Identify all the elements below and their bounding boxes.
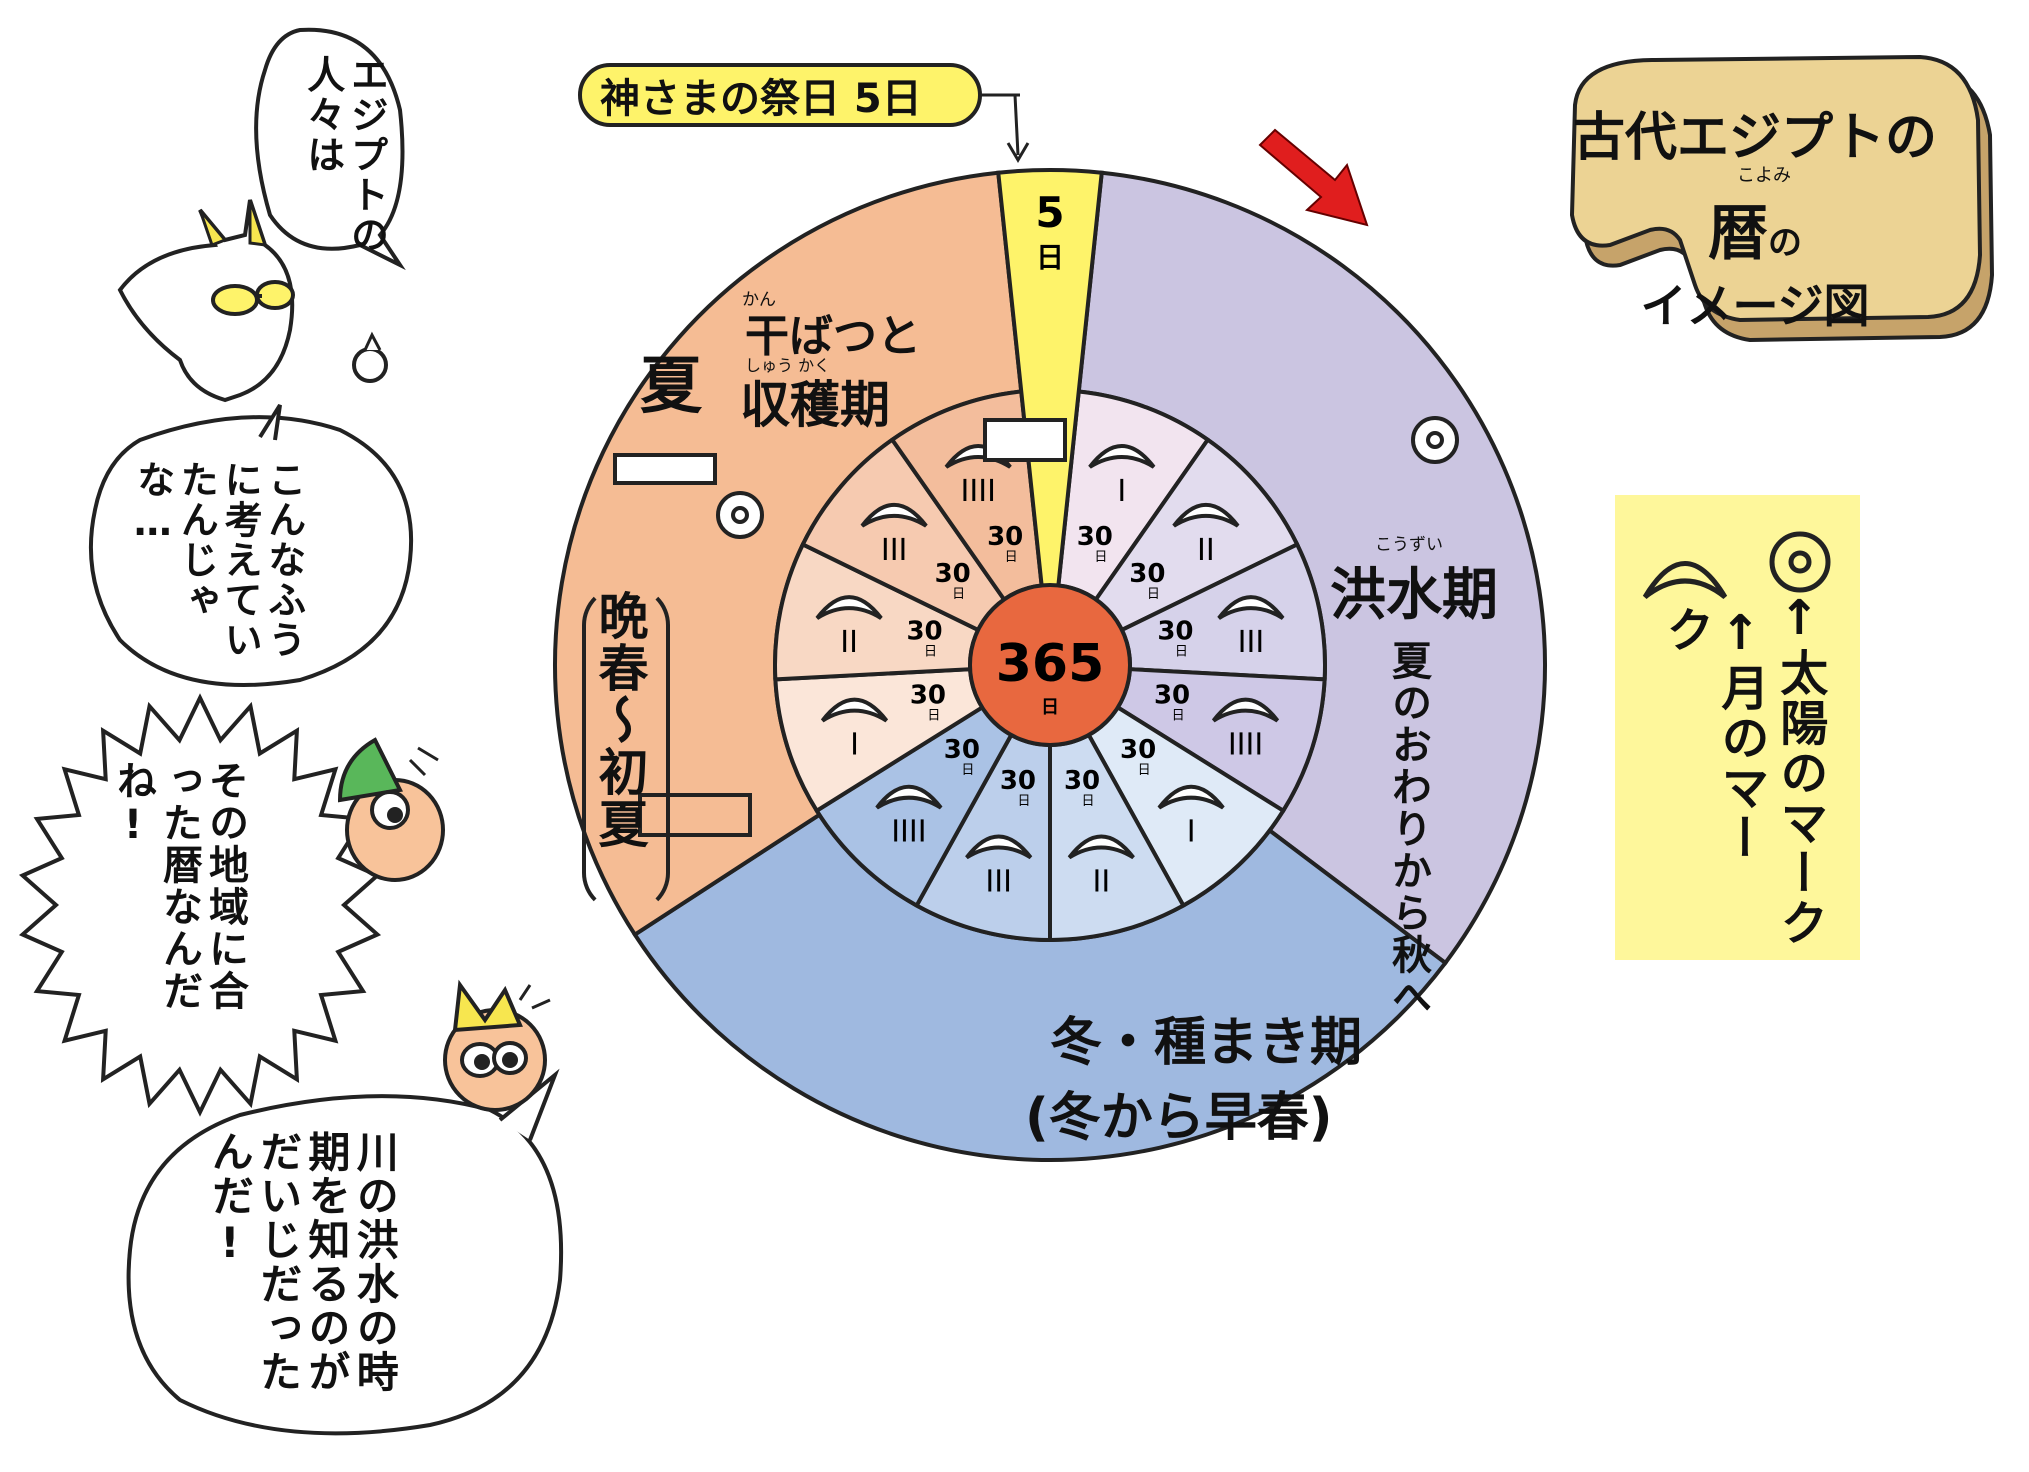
god-days-unit: 日: [1036, 241, 1064, 274]
moon-mark-icon: II: [1172, 502, 1240, 568]
winter-hieroglyph-icon: [638, 793, 752, 837]
legend: ↑太陽のマーク ↑月のマーク: [1615, 495, 1860, 960]
month-days-unit: 日: [952, 587, 965, 602]
month-days-label: 30: [906, 616, 942, 646]
month-days-label: 30: [1077, 522, 1113, 552]
month-tally: II: [840, 625, 858, 660]
month-tally: I: [850, 728, 859, 763]
month-tally: IIII: [961, 474, 996, 509]
month-days-unit: 日: [1138, 763, 1151, 778]
winter-name: 冬・種まき期: [1050, 1013, 1363, 1073]
cat-character-icon: [117, 199, 295, 403]
month-days-unit: 日: [961, 763, 974, 778]
month-tally: I: [1187, 815, 1196, 850]
legend-sun-label: ↑太陽のマーク: [1771, 590, 1828, 948]
speech-bubbles: [18, 27, 564, 1436]
moon-mark-icon: II: [1067, 834, 1135, 899]
month-days-label: 30: [1064, 766, 1100, 796]
summer-sun-icon: [716, 491, 764, 539]
flood-range: 夏のおわりから秋へ: [1385, 640, 1431, 1018]
flood-ruby: こうずい: [1375, 535, 1443, 555]
center-unit: 日: [1041, 697, 1059, 718]
flood-sun-icon-inner: [1426, 431, 1444, 449]
title-plate: [1569, 54, 1995, 343]
month-tally: I: [1117, 474, 1126, 509]
title-reki: 暦: [1708, 199, 1768, 269]
month-days-unit: 日: [1005, 550, 1018, 565]
bubble4-text: 川の洪水の時期を知るのがだいじだったんだ!: [205, 1130, 400, 1394]
moon-mark-icon: IIII: [1211, 697, 1280, 763]
moon-mark-icon: III: [965, 834, 1033, 899]
month-tally: II: [1092, 864, 1110, 899]
summer-subtitle1: 干ばつと: [745, 311, 921, 362]
month-days-label: 30: [1120, 735, 1156, 765]
month-days-label: 30: [935, 559, 971, 589]
title-line3: イメージ図: [1640, 279, 1870, 333]
month-tally: II: [1197, 533, 1215, 568]
bubble2-text: こんなふうに考えていたんじゃな…: [130, 460, 306, 660]
legend-moon-label: ↑月のマーク: [1657, 605, 1769, 863]
flood-name: 洪水期: [1330, 563, 1498, 628]
month-days-unit: 日: [1094, 550, 1107, 565]
month-days-unit: 日: [924, 644, 937, 659]
summer-name: 夏: [640, 349, 703, 422]
moon-mark-icon: I: [1157, 784, 1225, 850]
summer-hieroglyph-icon: [613, 453, 717, 485]
center-number: 365: [996, 634, 1105, 694]
moon-mark-icon: IIII: [875, 784, 943, 850]
title-line1: 古代エジプトの: [1572, 108, 1937, 168]
month-days-unit: 日: [1147, 587, 1160, 602]
summer-sun-icon-inner: [731, 506, 749, 524]
title-line2: こよみ 暦の: [1545, 165, 1965, 272]
month-tally: IIII: [891, 815, 926, 850]
month-days-label: 30: [1157, 616, 1193, 646]
summer-range-paren: [582, 585, 670, 913]
banner-arrow: [980, 93, 1030, 163]
moon-mark-icon: III: [1217, 595, 1285, 660]
sun-icon: [1769, 531, 1831, 593]
summer-ruby2: しゅう かく: [745, 356, 831, 375]
moon-mark-icon: III: [860, 502, 928, 568]
month-days-unit: 日: [1017, 794, 1030, 809]
bubble3-text: その地域に合った暦なんだね!: [110, 760, 248, 1012]
summer-range: 晩春〜初夏: [590, 590, 649, 850]
direction-arrow-icon: [1258, 128, 1369, 227]
banner-label: 神さまの祭日 5日: [600, 76, 922, 122]
summer-ruby1: かん: [742, 290, 776, 310]
god-days-wedge: [996, 168, 1104, 666]
month-days-unit: 日: [1172, 708, 1185, 723]
month-days-label: 30: [944, 735, 980, 765]
flood-hieroglyph-icon: [983, 418, 1067, 462]
month-days-label: 30: [1154, 680, 1190, 710]
moon-mark-icon: IIII: [944, 443, 1012, 509]
center-circle: [968, 583, 1132, 747]
month-tally: III: [985, 864, 1012, 899]
moon-mark-icon: II: [815, 595, 883, 660]
month-tally: IIII: [1228, 728, 1263, 763]
title: 古代エジプトの こよみ 暦の イメージ図: [1545, 65, 1975, 333]
month-tally: III: [1238, 625, 1265, 660]
month-days-unit: 日: [927, 708, 940, 723]
month-days-label: 30: [1000, 766, 1036, 796]
title-no: の: [1768, 223, 1802, 263]
moon-mark-icon: I: [1088, 443, 1156, 509]
month-days-label: 30: [910, 680, 946, 710]
moon-icon: [1642, 561, 1728, 599]
title-ruby: こよみ: [1737, 165, 1791, 186]
bubble1-text: エジプトの人々は: [300, 55, 389, 255]
flood-sun-icon: [1411, 416, 1459, 464]
month-days-label: 30: [987, 522, 1023, 552]
month-tally: III: [881, 533, 908, 568]
summer-subtitle2: 収穫期: [740, 376, 890, 434]
winter-range: (冬から早春): [1025, 1088, 1333, 1148]
god-days-number: 5: [1035, 188, 1064, 237]
month-days-unit: 日: [1082, 794, 1095, 809]
month-days-label: 30: [1129, 559, 1165, 589]
moon-mark-icon: I: [820, 697, 889, 763]
month-days-unit: 日: [1175, 644, 1188, 659]
